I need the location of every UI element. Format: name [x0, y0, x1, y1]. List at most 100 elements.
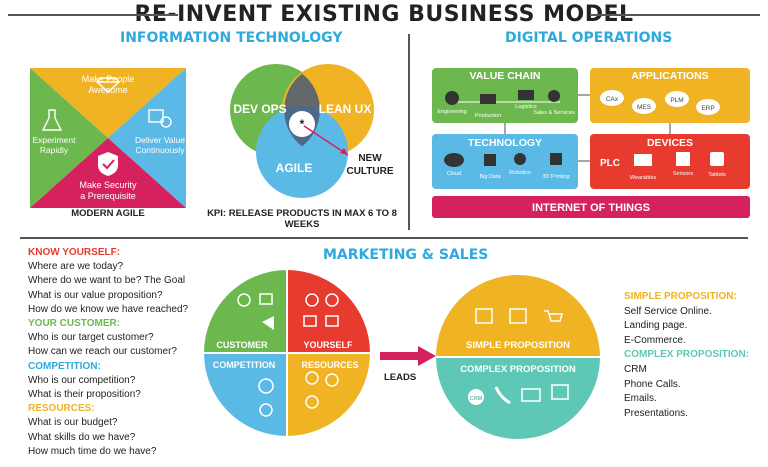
list-item: Presentations. [624, 407, 688, 419]
portfolio-icon [303, 315, 317, 327]
devices-title: DEVICES [647, 137, 693, 149]
question-heading-resources: RESOURCES: [28, 403, 95, 415]
question-item: What skills do we have? [28, 431, 136, 443]
applications-title: APPLICATIONS [631, 70, 708, 82]
quadrant-yourself [287, 270, 370, 353]
value-chain-item-sales: Sales & Services [533, 110, 575, 116]
venn-center-mark: * [300, 117, 305, 131]
modern-agile-right [108, 68, 186, 208]
tech-item-cloud: Cloud [447, 171, 461, 177]
app-item-cax: CAx [606, 96, 619, 103]
presentation-icon [259, 293, 273, 305]
venn-arrow [303, 125, 349, 156]
devices-plc: PLC [600, 158, 620, 169]
quadrant-customer [204, 270, 287, 353]
list-item: CRM [624, 363, 647, 375]
value-chain-item-engineering: Engineering [437, 109, 466, 115]
leads-label: LEADS [384, 372, 417, 383]
person-star-icon [305, 395, 319, 409]
kpi-label: KPI: RELEASE PRODUCTS IN MAX 6 TO 8 WEEK… [207, 208, 397, 230]
app-item-mes: MES [637, 104, 652, 111]
iot-bar [432, 196, 750, 218]
modern-agile-top [30, 68, 186, 138]
section-divider-horizontal [20, 237, 748, 239]
question-item: Where are we today? [28, 261, 124, 273]
shield-icon [98, 152, 118, 176]
proposition-circle: SIMPLE PROPOSITION COMPLEX PROPOSITION C… [436, 275, 600, 439]
venn-center [289, 111, 315, 137]
complex-proposition-label: COMPLEX PROPOSITION [460, 364, 576, 375]
modern-agile-left [30, 68, 108, 208]
value-chain-box [432, 68, 578, 123]
cloud-icon [444, 153, 464, 167]
mirror-icon [305, 293, 319, 307]
app-item-erp: ERP [701, 105, 714, 112]
modern-agile-left-label-1: Experiment [33, 135, 77, 145]
page-title: RE-INVENT EXISTING BUSINESS MODEL [134, 2, 634, 27]
modern-agile-right-label-2: Continuously [135, 145, 185, 155]
venn-leanux-label: LEAN UX [319, 102, 372, 116]
question-heading-competition: COMPETITION: [28, 360, 101, 372]
cloud-icon [665, 91, 689, 107]
magnifier-icon [325, 293, 339, 307]
landing-page-icon [509, 308, 527, 324]
leads-arrow [380, 346, 436, 366]
question-item: How can we reach our customer? [28, 346, 177, 358]
flask-icon [41, 109, 63, 131]
complex-proposition-heading: COMPLEX PROPOSITION: [624, 349, 750, 361]
digital-heading: DIGITAL OPERATIONS [505, 30, 673, 46]
question-item: How much time do we have? [28, 445, 157, 457]
simple-proposition-heading: SIMPLE PROPOSITION: [624, 291, 737, 302]
crm-icon [468, 389, 484, 405]
phone-icon [494, 386, 511, 405]
gear-icon [445, 91, 459, 105]
complex-proposition-half [436, 357, 600, 439]
question-heading-your-customer: YOUR CUSTOMER: [28, 318, 121, 330]
new-culture-label-1: NEW [358, 153, 382, 164]
team-icon [259, 403, 273, 417]
target-icon [237, 293, 251, 307]
value-chain-item-production: Production [475, 113, 501, 119]
email-icon [521, 388, 541, 402]
venn-agile-label: AGILE [276, 161, 313, 175]
device-item-tablets: Tablets [708, 172, 726, 178]
venn-devops-label: DEV OPS [233, 102, 286, 116]
quadrant-resources-label: RESOURCES [301, 360, 358, 370]
title-rule-right [590, 14, 760, 16]
question-item: Who is our target customer? [28, 332, 154, 344]
diamond-icon [96, 77, 120, 93]
marketing-questions: KNOW YOURSELF: Where are we today? Where… [28, 246, 218, 459]
device-item-sensors: Sensors [673, 171, 693, 177]
database-icon [484, 154, 496, 166]
question-heading-know-yourself: KNOW YOURSELF: [28, 247, 121, 258]
question-item: Where do we want to be? The Goal [28, 275, 186, 287]
simple-proposition-half [436, 275, 600, 357]
printer-icon [550, 153, 562, 165]
question-item: Who is our competition? [28, 374, 136, 386]
modern-agile-caption: MODERN AGILE [71, 208, 145, 219]
marketing-heading: MARKETING & SALES [323, 247, 489, 263]
modern-agile-top-label-1: Make People [82, 74, 135, 84]
cloud-icon [600, 90, 624, 106]
list-item: Landing page. [624, 320, 688, 332]
tech-item-3dprinting: 3D Printing [542, 174, 569, 180]
factory-icon [480, 94, 496, 104]
app-item-plm: PLM [670, 97, 683, 104]
presentation-board-icon [551, 384, 569, 400]
modern-agile-right-label-1: Deliver Value [135, 135, 185, 145]
modern-agile-diagram: Make People Awesome Experiment Rapidly D… [30, 68, 186, 208]
question-item: What is their proposition? [28, 389, 141, 401]
money-icon [305, 371, 319, 385]
technology-title: TECHNOLOGY [468, 137, 542, 149]
list-item: Self Service Online. [624, 305, 712, 317]
cart-icon [544, 310, 563, 322]
technology-box [432, 134, 578, 189]
touch-screen-icon [475, 308, 493, 324]
quadrant-yourself-label: YOURSELF [303, 340, 353, 350]
simple-proposition-label: SIMPLE PROPOSITION [466, 340, 570, 351]
new-culture-label-2: CULTURE [346, 166, 393, 177]
list-item: Emails. [624, 393, 657, 405]
robot-icon [514, 153, 526, 165]
iot-label: INTERNET OF THINGS [532, 202, 650, 214]
list-item: E-Commerce. [624, 334, 686, 346]
